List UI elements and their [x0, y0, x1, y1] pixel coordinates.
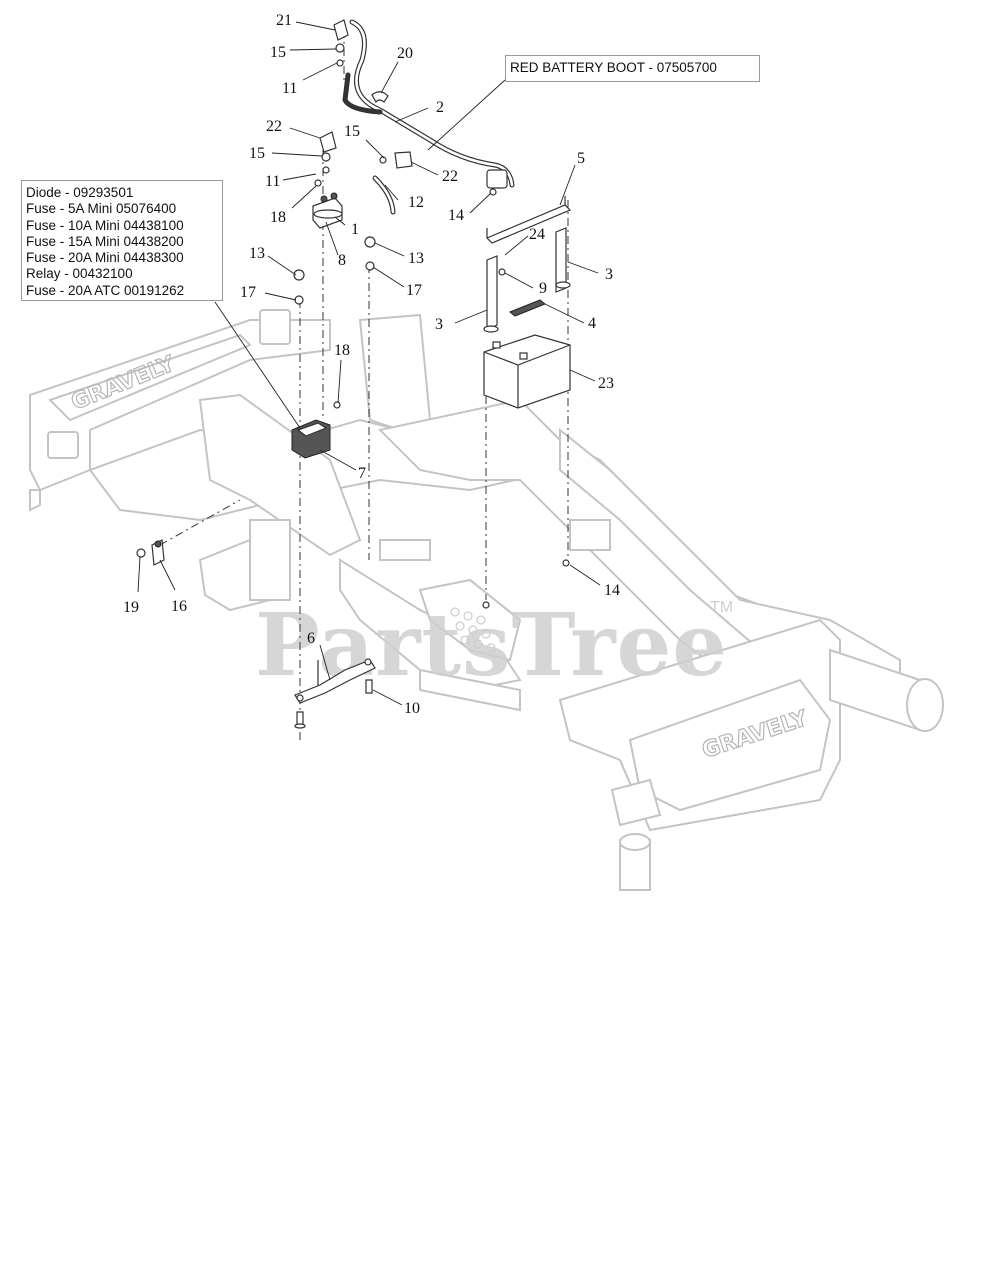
label-5: 5 — [577, 150, 585, 167]
label-14: 14 — [604, 582, 620, 599]
battery-boot-text: RED BATTERY BOOT - 07505700 — [510, 60, 717, 75]
electrical-part-item: Fuse - 15A Mini 04438200 — [26, 233, 184, 249]
label-9: 9 — [539, 280, 547, 297]
mower-frame: GRAVELY GRAVELY — [29, 309, 944, 891]
leader-lines — [137, 21, 601, 706]
electrical-parts-list: Diode - 09293501 Fuse - 5A Mini 05076400… — [22, 181, 222, 299]
label-20: 20 — [397, 45, 413, 62]
part-bracket-6 — [294, 658, 376, 704]
label-11: 11 — [265, 173, 280, 190]
label-3: 3 — [435, 316, 443, 333]
label-13: 13 — [249, 245, 265, 262]
part-solenoid-1 — [312, 192, 343, 229]
label-24: 24 — [529, 226, 545, 243]
step-plate-holes — [450, 607, 496, 653]
label-21: 21 — [276, 12, 292, 29]
reference-numbers: 21 15 11 20 2 22 15 15 22 11 12 18 1 5 1… — [123, 12, 620, 717]
electrical-part-item: Relay - 00432100 — [26, 266, 133, 282]
part-terminal-boots — [319, 19, 413, 169]
label-17: 17 — [406, 282, 422, 299]
label-11: 11 — [282, 80, 297, 97]
watermark-tm: TM — [710, 599, 733, 616]
label-17: 17 — [240, 284, 256, 301]
part-battery-hold-down-5 — [485, 196, 572, 244]
label-13: 13 — [408, 250, 424, 267]
electrical-part-item: Fuse - 10A Mini 04438100 — [26, 217, 184, 233]
part-harness-wire — [342, 19, 515, 188]
electrical-part-item: Fuse - 20A ATC 00191262 — [26, 282, 185, 298]
label-19: 19 — [123, 599, 139, 616]
battery-boot-callout: RED BATTERY BOOT - 07505700 — [505, 55, 760, 82]
label-15: 15 — [344, 123, 360, 140]
label-3: 3 — [605, 266, 613, 283]
label-14: 14 — [448, 207, 464, 224]
label-15: 15 — [249, 145, 265, 162]
part-pad-4 — [509, 299, 546, 317]
part-fuse-block-7 — [291, 419, 331, 459]
electrical-part-item: Diode - 09293501 — [26, 185, 134, 200]
label-16: 16 — [171, 598, 187, 615]
label-2: 2 — [436, 99, 444, 116]
part-bolts-10 — [294, 679, 373, 729]
label-18: 18 — [334, 342, 350, 359]
label-22: 22 — [442, 168, 458, 185]
label-6: 6 — [307, 630, 315, 647]
part-battery-cable-12 — [372, 175, 396, 215]
label-8: 8 — [338, 252, 346, 269]
part-clip-20 — [371, 91, 389, 104]
part-battery-boot — [486, 169, 508, 189]
electrical-parts-callout: Diode - 09293501 Fuse - 5A Mini 05076400… — [21, 180, 223, 301]
label-18: 18 — [270, 209, 286, 226]
label-4: 4 — [588, 315, 596, 332]
label-23: 23 — [598, 375, 614, 392]
label-12: 12 — [408, 194, 424, 211]
electrical-part-item: Fuse - 20A Mini 04438300 — [26, 250, 184, 266]
part-battery-23 — [483, 334, 571, 409]
part-j-bolts-3 — [483, 227, 571, 333]
part-clamp-16-19 — [151, 539, 165, 566]
label-10: 10 — [404, 700, 420, 717]
label-1: 1 — [351, 221, 359, 238]
label-22: 22 — [266, 118, 282, 135]
label-15: 15 — [270, 44, 286, 61]
label-7: 7 — [358, 465, 366, 482]
electrical-part-item: Fuse - 5A Mini 05076400 — [26, 201, 177, 217]
part-hardware-small — [136, 43, 570, 609]
